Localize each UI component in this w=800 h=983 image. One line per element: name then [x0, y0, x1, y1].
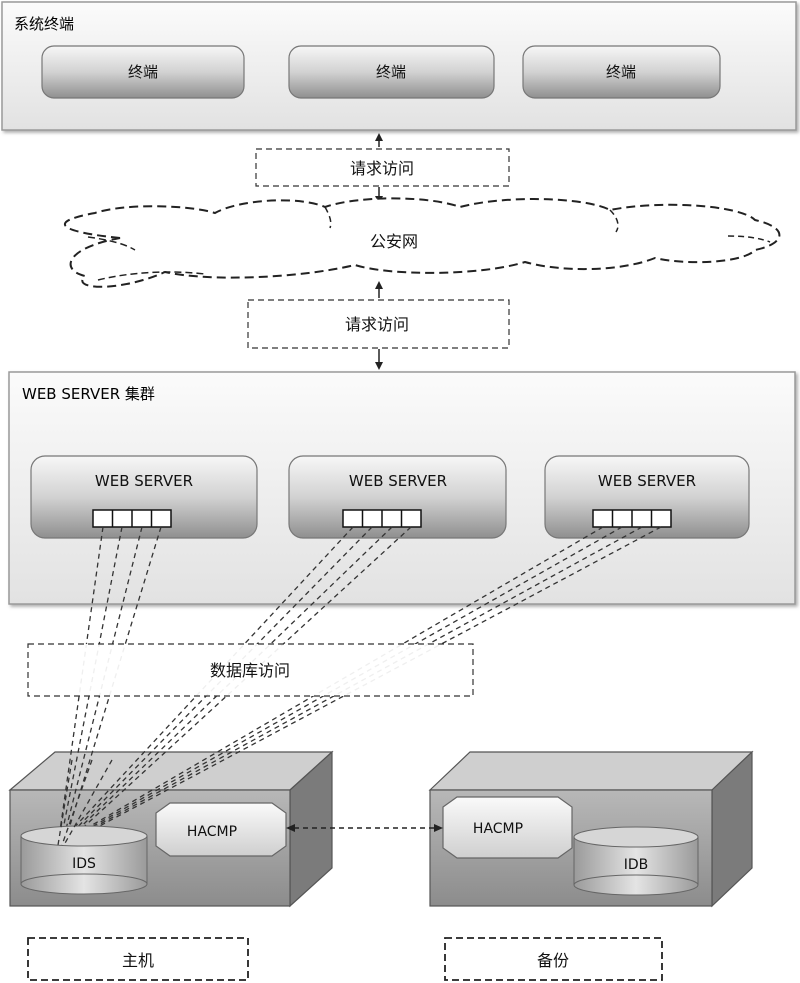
- terminal-panel: 系统终端 终端 终端 终端: [1, 1, 797, 131]
- idb-label: IDB: [624, 857, 649, 873]
- server-cluster-panel: WEB SERVER 集群 WEB SERVER WEB SERVER: [8, 371, 796, 605]
- port-strip: [592, 509, 672, 528]
- request-label-top: 请求访问: [350, 159, 414, 178]
- web-server-box[interactable]: WEB SERVER: [544, 455, 750, 539]
- port-strip: [342, 509, 422, 528]
- web-server-box[interactable]: WEB SERVER: [288, 455, 507, 539]
- hacmp-module-host: HACMP: [155, 802, 287, 857]
- request-connector-bottom: 请求访问: [247, 281, 510, 370]
- terminal-label: 终端: [376, 63, 406, 81]
- host-caption-box: 主机: [27, 937, 249, 981]
- terminal-label: 终端: [128, 63, 158, 81]
- backup-caption: 备份: [537, 951, 569, 970]
- request-label-bottom: 请求访问: [345, 315, 409, 334]
- backup-caption-box: 备份: [444, 937, 663, 981]
- db-access-label: 数据库访问: [210, 661, 290, 680]
- cloud-label: 公安网: [370, 232, 418, 251]
- web-server-box[interactable]: WEB SERVER: [30, 455, 258, 539]
- terminal-label: 终端: [606, 63, 636, 81]
- web-server-label: WEB SERVER: [95, 472, 193, 490]
- hacmp-label-backup: HACMP: [473, 821, 523, 837]
- terminal-box[interactable]: 终端: [41, 45, 245, 99]
- hacmp-sync-connector: [286, 824, 443, 832]
- terminal-panel-title: 系统终端: [14, 15, 74, 33]
- ids-label: IDS: [72, 856, 96, 872]
- cloud-network: 公安网: [63, 197, 781, 288]
- terminal-box[interactable]: 终端: [522, 45, 721, 99]
- port-strip: [92, 509, 172, 528]
- terminal-box[interactable]: 终端: [288, 45, 495, 99]
- server-panel-title: WEB SERVER 集群: [22, 385, 155, 403]
- host-caption: 主机: [122, 951, 154, 970]
- hacmp-module-backup: HACMP: [442, 796, 573, 859]
- hacmp-label-host: HACMP: [187, 824, 237, 840]
- db-access-label-box: 数据库访问: [27, 643, 474, 697]
- web-server-label: WEB SERVER: [598, 472, 696, 490]
- db-access-line-ends: [57, 759, 113, 846]
- idb-database: IDB: [573, 826, 699, 896]
- ids-database: IDS: [20, 825, 148, 895]
- request-connector-top: 请求访问: [255, 133, 510, 204]
- web-server-label: WEB SERVER: [349, 472, 447, 490]
